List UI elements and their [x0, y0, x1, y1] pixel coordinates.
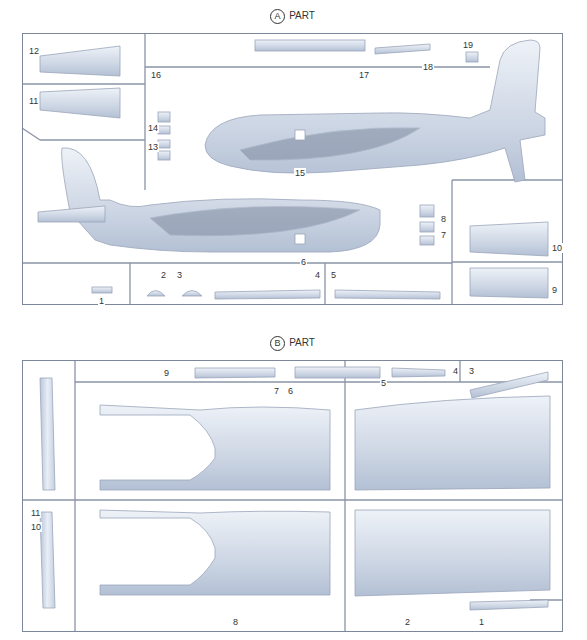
callout-number: 12 [28, 46, 40, 56]
callout-number: 8 [232, 617, 239, 627]
sprue-frame: APART [22, 33, 563, 305]
sprue-title: PART [289, 10, 315, 21]
callout-number: 6 [300, 257, 307, 267]
sprue-frame: BPART [22, 360, 563, 632]
callout-number: 4 [314, 270, 321, 280]
callout-number: 9 [551, 285, 558, 295]
callout-number: 18 [422, 62, 434, 72]
callout-number: 3 [468, 366, 475, 376]
callout-number: 2 [404, 617, 411, 627]
callout-number: 9 [163, 368, 170, 378]
sprue-letter: A [270, 9, 285, 24]
callout-number: 10 [551, 243, 563, 253]
callout-number: 1 [98, 296, 105, 306]
callout-number: 19 [462, 40, 474, 50]
callout-number: 3 [176, 270, 183, 280]
callout-number: 17 [358, 70, 370, 80]
callout-number: 14 [147, 123, 159, 133]
sprue-heading: B PART [23, 336, 562, 351]
callout-number: 7 [440, 230, 447, 240]
callout-number: 1 [478, 617, 485, 627]
callout-number: 13 [147, 142, 159, 152]
callout-number: 11 [28, 96, 39, 106]
sprue-heading: A PART [23, 9, 562, 24]
sprue-title: PART [289, 337, 315, 348]
callout-number: 4 [452, 366, 459, 376]
callout-number: 10 [30, 522, 42, 532]
sprue-letter: B [270, 336, 285, 351]
callout-number: 5 [330, 270, 337, 280]
callout-number: 15 [294, 168, 306, 178]
callout-number: 7 [273, 386, 280, 396]
callout-number: 6 [287, 386, 294, 396]
callout-number: 11 [30, 508, 41, 518]
callout-number: 2 [160, 270, 167, 280]
callout-number: 16 [150, 70, 162, 80]
callout-number: 5 [380, 378, 387, 388]
callout-number: 8 [440, 214, 447, 224]
